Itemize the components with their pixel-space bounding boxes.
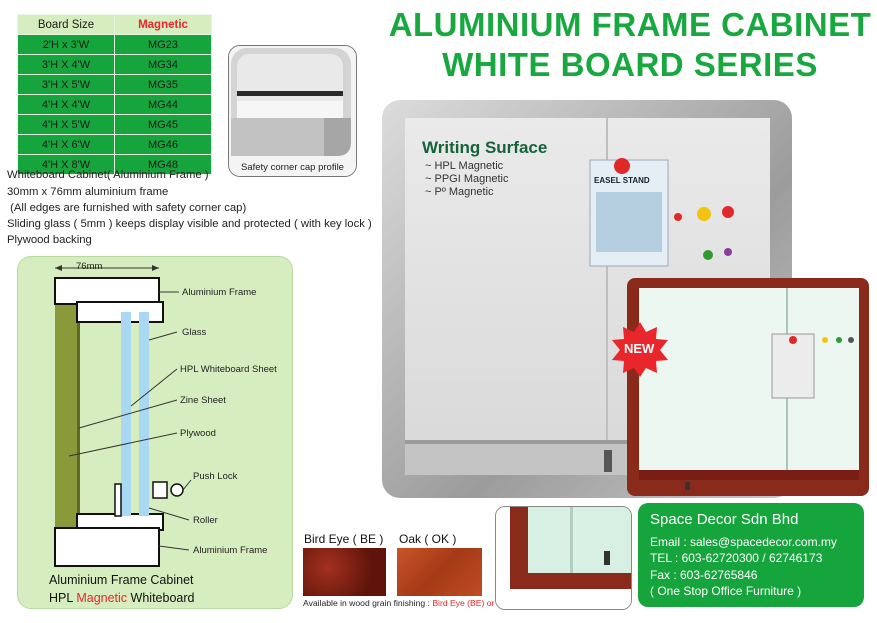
company-name: Space Decor Sdn Bhd xyxy=(650,511,799,528)
corner-cap-photo xyxy=(228,45,357,177)
new-badge-text: NEW xyxy=(624,341,655,356)
page-title-line-1: ALUMINIUM FRAME CABINET xyxy=(388,6,872,43)
bird-eye-swatch xyxy=(303,548,386,596)
table-row: 4'H X 4'W MG44 xyxy=(17,94,212,115)
finish-note: Available in wood grain finishing : Bird… xyxy=(303,598,533,608)
description-line: 30mm x 76mm aluminium frame xyxy=(7,186,169,198)
table-cell: MG48 xyxy=(114,154,212,175)
finish-note-text: Available in wood grain finishing : xyxy=(303,598,433,608)
section-caption-line-2: HPL Magnetic Whiteboard xyxy=(49,591,194,605)
surface-item: ~ Pº Magnetic xyxy=(425,186,494,198)
finish-note-options: Bird Eye (BE) or Oak (OK) xyxy=(432,598,534,608)
corner-detail-photo xyxy=(495,506,632,610)
oak-swatch xyxy=(397,548,482,596)
description-line: (All edges are furnished with safety cor… xyxy=(7,202,247,214)
corner-cap-caption: Safety corner cap profile xyxy=(241,162,344,173)
contact-tagline: ( One Stop Office Furniture ) xyxy=(650,584,802,598)
description-line: Plywood backing xyxy=(7,234,92,246)
label-glass: Glass xyxy=(182,327,207,338)
size-table: Board Size Magnetic 2'H x 3'W MG23 3'H X… xyxy=(17,14,212,175)
table-cell: MG34 xyxy=(114,54,212,75)
surface-item: ~ HPL Magnetic xyxy=(425,160,504,172)
contact-box: Space Decor Sdn Bhd Email : sales@spaced… xyxy=(638,503,864,607)
writing-surface-title: Writing Surface xyxy=(422,138,548,157)
table-cell: 4'H X 8'W xyxy=(17,154,115,175)
table-cell: MG44 xyxy=(114,94,212,115)
dimension-label: 76mm xyxy=(76,261,103,272)
wood-frame-cabinet xyxy=(627,278,869,496)
poster-title: EASEL STAND xyxy=(594,176,650,185)
table-cell: 4'H X 6'W xyxy=(17,134,115,155)
description-line: Sliding glass ( 5mm ) keeps display visi… xyxy=(7,218,372,230)
description-line: Whiteboard Cabinet( Aluminium Frame ) xyxy=(7,169,209,181)
caption-magnetic-text: Magnetic xyxy=(76,591,128,605)
contact-tel: TEL : 603-62720300 / 62746173 xyxy=(650,551,823,565)
label-push-lock: Push Lock xyxy=(193,471,238,482)
label-plywood: Plywood xyxy=(180,428,216,439)
caption-text: Whiteboard xyxy=(127,591,195,605)
table-cell: MG23 xyxy=(114,34,212,55)
table-header-row: Board Size Magnetic xyxy=(17,14,212,35)
label-zinc-sheet: Zine Sheet xyxy=(180,395,226,406)
table-cell: 2'H x 3'W xyxy=(17,34,115,55)
table-row: 4'H X 8'W MG48 xyxy=(17,154,212,175)
section-caption-line-1: Aluminium Frame Cabinet xyxy=(49,573,194,587)
table-cell: MG35 xyxy=(114,74,212,95)
table-cell: 4'H X 4'W xyxy=(17,94,115,115)
label-aluminium-frame-bottom: Aluminium Frame xyxy=(193,545,268,556)
label-roller: Roller xyxy=(193,515,218,526)
page-title-line-2: WHITE BOARD SERIES xyxy=(442,46,818,83)
caption-text: HPL xyxy=(49,591,77,605)
surface-item: ~ PPGI Magnetic xyxy=(425,173,509,185)
table-row: 3'H X 5'W MG35 xyxy=(17,74,212,95)
new-badge-icon xyxy=(612,322,668,377)
table-row: 2'H x 3'W MG23 xyxy=(17,34,212,55)
table-cell: MG46 xyxy=(114,134,212,155)
table-cell: 3'H X 4'W xyxy=(17,54,115,75)
table-cell: MG45 xyxy=(114,114,212,135)
table-header: Magnetic xyxy=(114,14,212,35)
contact-fax: Fax : 603-62765846 xyxy=(650,568,758,582)
oak-label: Oak ( OK ) xyxy=(399,532,457,546)
table-cell: 3'H X 5'W xyxy=(17,74,115,95)
label-hpl-sheet: HPL Whiteboard Sheet xyxy=(180,364,277,375)
table-row: 3'H X 4'W MG34 xyxy=(17,54,212,75)
table-cell: 4'H X 5'W xyxy=(17,114,115,135)
table-row: 4'H X 5'W MG45 xyxy=(17,114,212,135)
contact-email: Email : sales@spacedecor.com.my xyxy=(650,535,837,549)
bird-eye-label: Bird Eye ( BE ) xyxy=(304,532,384,546)
table-row: 4'H X 6'W MG46 xyxy=(17,134,212,155)
cross-section-diagram xyxy=(54,265,192,567)
label-aluminium-frame-top: Aluminium Frame xyxy=(182,287,257,298)
table-header: Board Size xyxy=(17,14,115,35)
